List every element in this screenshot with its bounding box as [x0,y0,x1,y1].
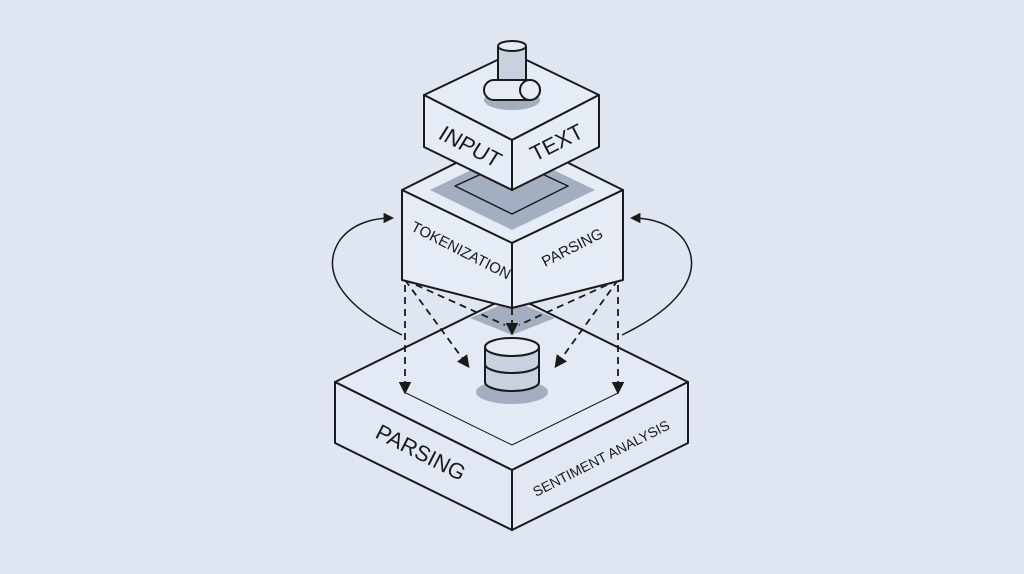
top-block [423,40,600,191]
cylinder-pipe-icon [483,40,541,110]
bottom-block [334,294,689,531]
database-icon [476,337,548,404]
flow-arrows [398,279,625,395]
loop-arrow-left [331,212,403,336]
loop-arrow-right [621,212,693,336]
